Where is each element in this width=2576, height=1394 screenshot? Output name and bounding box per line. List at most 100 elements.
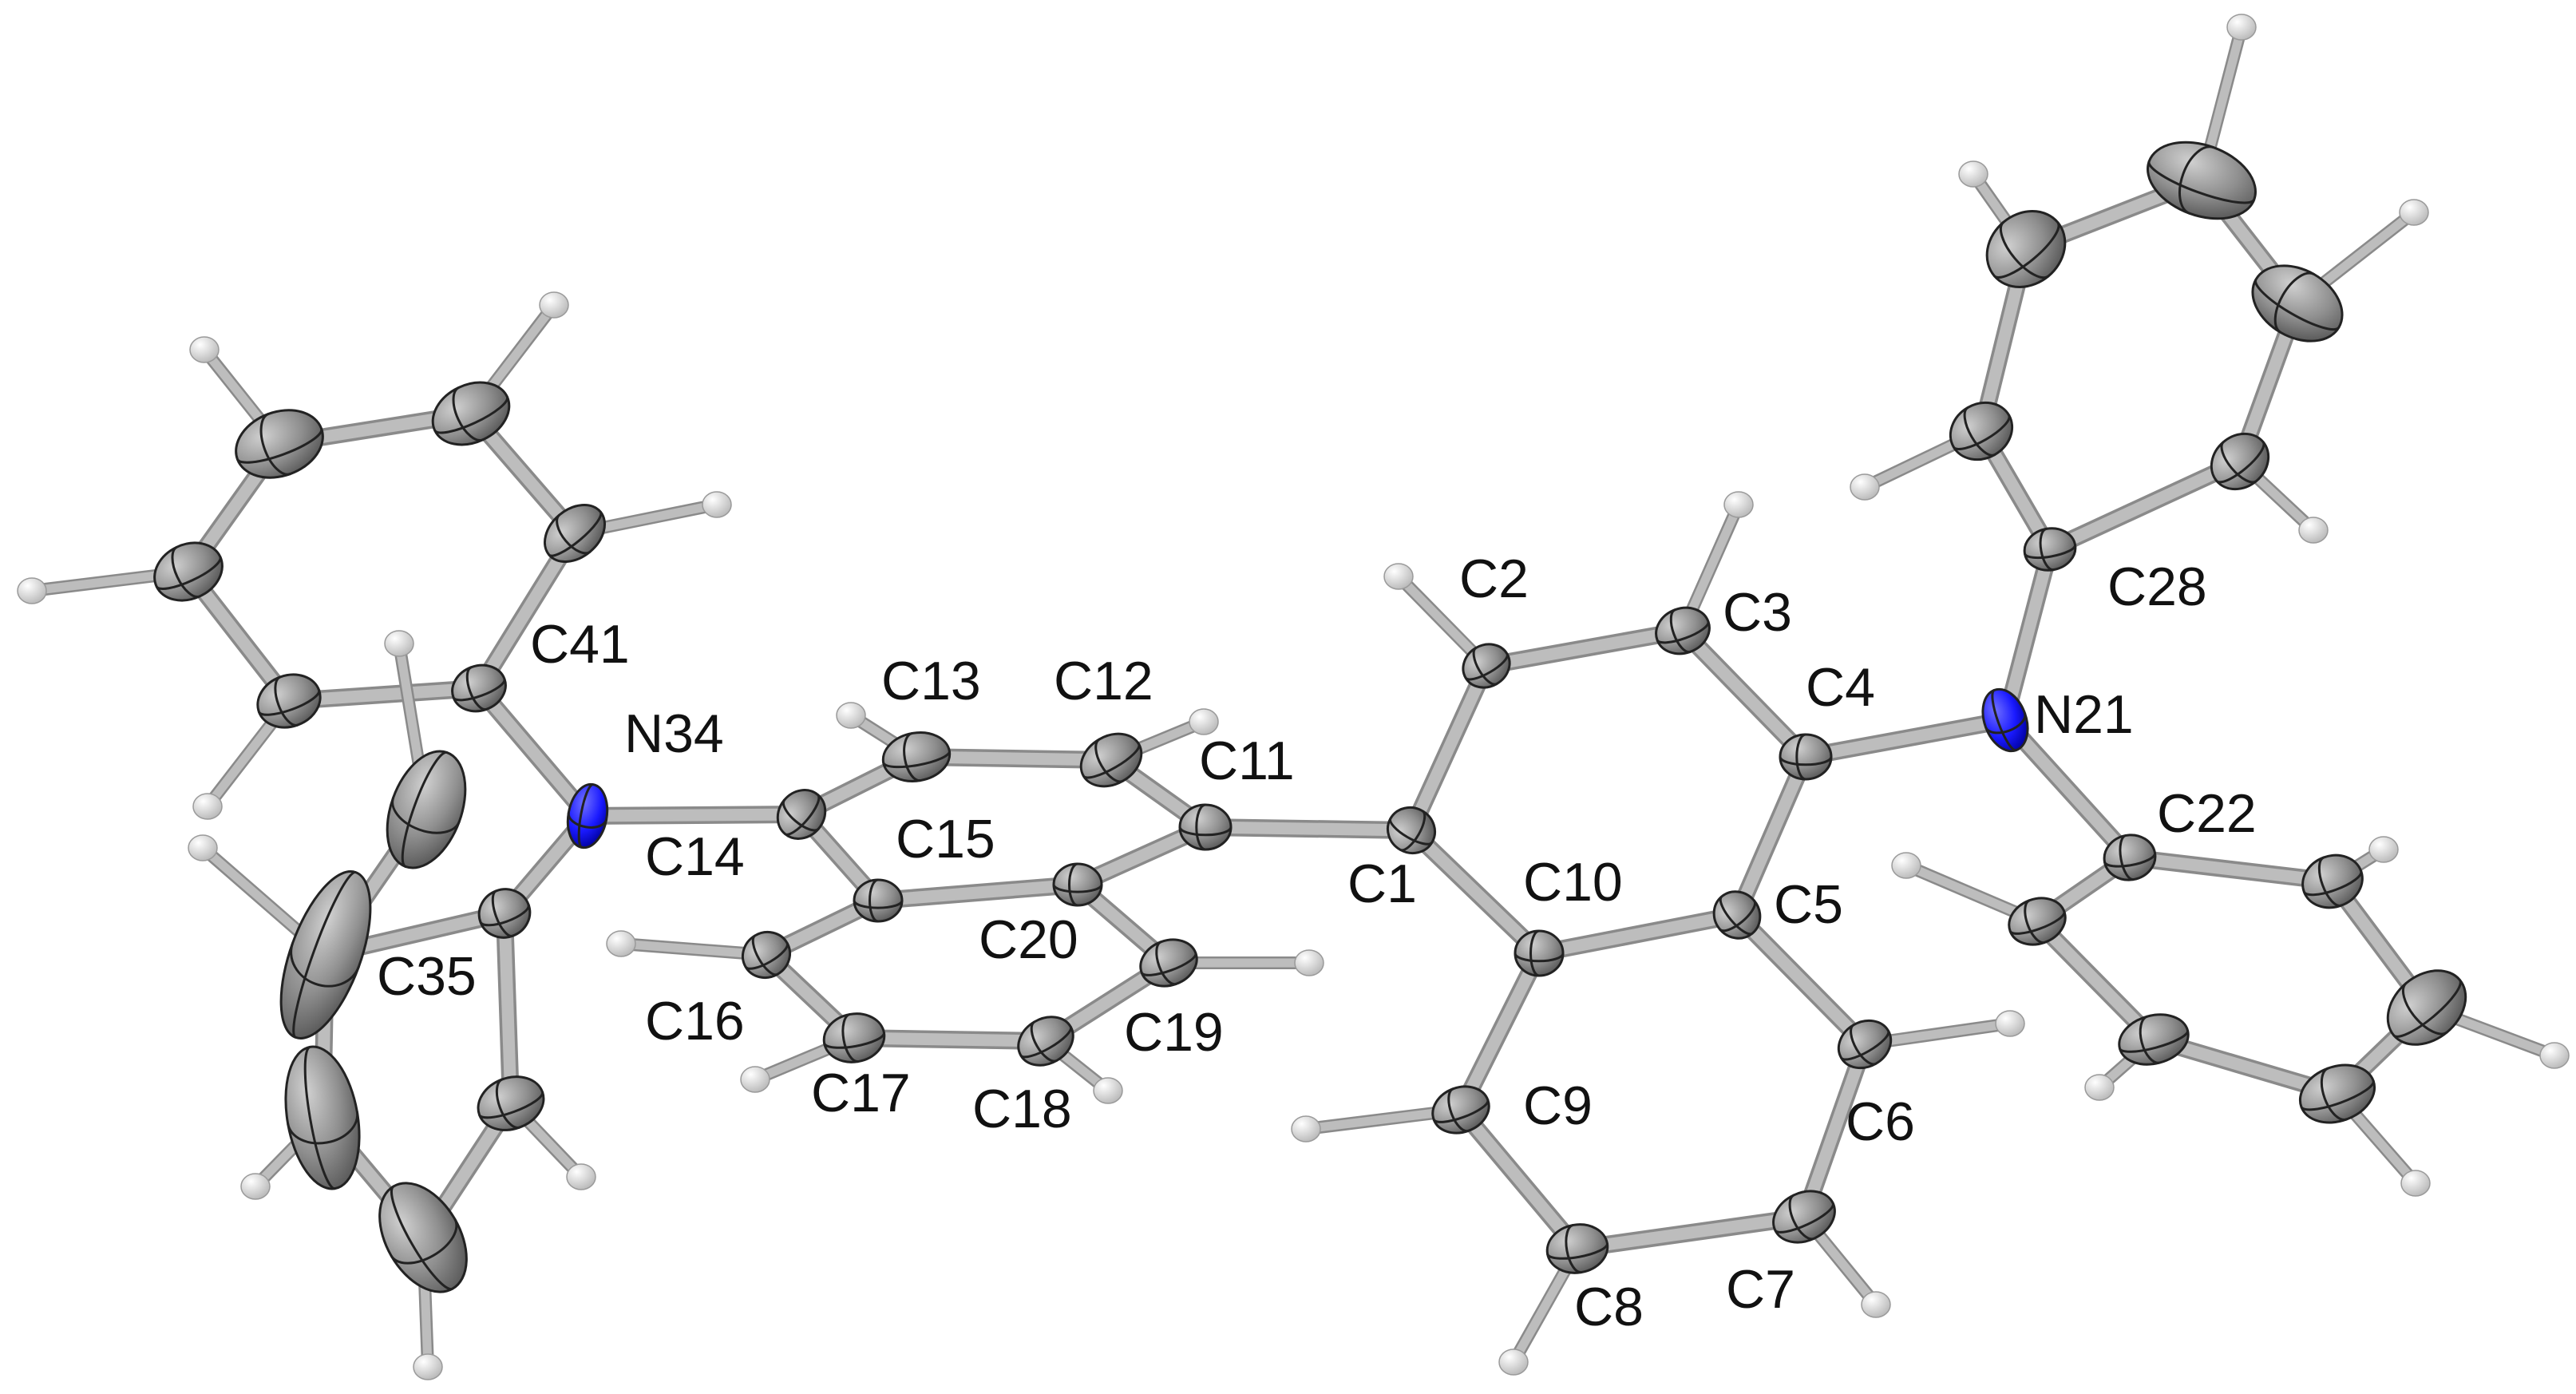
atom-principal-meridian-c14 bbox=[782, 799, 820, 832]
atom-ellipsoid-h7 bbox=[1861, 1291, 1891, 1318]
atom-principal-meridian-c43 bbox=[452, 386, 484, 442]
atom-principal-ellipse-c7 bbox=[1774, 1202, 1834, 1234]
atom-principal-ellipse-c33 bbox=[2215, 441, 2265, 484]
bond-c2-c3 bbox=[1480, 624, 1689, 672]
bond-c5-c10 bbox=[1533, 909, 1743, 960]
atom-principal-ellipse-c1 bbox=[1399, 810, 1426, 852]
atom-principal-meridian-c29 bbox=[1963, 406, 1996, 457]
atom-ellipsoid-h19 bbox=[1294, 949, 1324, 976]
atom-ellipsoid-c30 bbox=[1985, 210, 2067, 288]
atom-label-c7: C7 bbox=[1726, 1259, 1795, 1320]
atom-c33 bbox=[2210, 432, 2270, 491]
atom-ellipsoid-h3 bbox=[1723, 491, 1754, 518]
atom-label-c13: C13 bbox=[881, 651, 981, 711]
atom-c38 bbox=[378, 1182, 468, 1293]
atom-ellipsoid-h43 bbox=[539, 291, 569, 319]
atom-principal-ellipse-c9 bbox=[1432, 1099, 1490, 1123]
atom-ellipsoid-c33 bbox=[2210, 432, 2270, 491]
atom-principal-ellipse-c14 bbox=[784, 794, 821, 836]
atom-principal-meridian-c32 bbox=[2273, 271, 2315, 334]
atom-h33 bbox=[2298, 517, 2329, 544]
atom-c37 bbox=[284, 1045, 361, 1190]
atom-ellipsoid-h26 bbox=[2539, 1042, 2570, 1069]
atom-principal-meridian-c6 bbox=[1850, 1024, 1877, 1066]
atom-h45 bbox=[17, 577, 47, 604]
atom-c18 bbox=[1017, 1016, 1074, 1067]
atom-h6 bbox=[1995, 1010, 2025, 1037]
atom-c20 bbox=[1052, 862, 1103, 907]
atom-principal-meridian-c41 bbox=[465, 666, 488, 711]
atom-c24 bbox=[2118, 1013, 2190, 1066]
atom-ellipsoid-c15 bbox=[853, 878, 904, 923]
bond-c6-c7 bbox=[1798, 1038, 1871, 1223]
atom-principal-ellipse-c15 bbox=[853, 900, 904, 909]
atom-h42 bbox=[702, 491, 732, 518]
atom-principal-ellipse-c36 bbox=[290, 942, 360, 988]
atom-ellipsoid-c44 bbox=[235, 409, 324, 479]
atom-principal-ellipse-c3 bbox=[1656, 620, 1710, 644]
atom-n34 bbox=[566, 782, 609, 849]
bond-c14-n34 bbox=[581, 808, 808, 822]
atom-c39 bbox=[477, 1075, 545, 1131]
atom-c6 bbox=[1837, 1019, 1893, 1070]
bond-c9-c10 bbox=[1454, 947, 1545, 1116]
atom-label-c22: C22 bbox=[2157, 783, 2257, 844]
atom-c19 bbox=[1139, 938, 1198, 988]
atom-principal-meridian-c4 bbox=[1795, 733, 1806, 781]
atom-principal-ellipse-c11 bbox=[1178, 826, 1233, 837]
atom-principal-meridian-c12 bbox=[1094, 738, 1124, 783]
atom-principal-meridian-c9 bbox=[1447, 1087, 1470, 1133]
atom-label-c17: C17 bbox=[811, 1063, 911, 1123]
atom-ellipsoid-h2 bbox=[1383, 563, 1414, 590]
atom-c14 bbox=[776, 789, 827, 840]
bond-c27-c22 bbox=[2123, 851, 2339, 888]
bond-c1-c2 bbox=[1405, 659, 1493, 837]
atom-label-n21: N21 bbox=[2034, 684, 2134, 745]
atom-ellipsoid-h24 bbox=[2084, 1074, 2115, 1101]
atom-h39 bbox=[566, 1163, 596, 1190]
atom-c27 bbox=[2301, 853, 2364, 909]
atom-h32 bbox=[2399, 199, 2429, 226]
atom-label-c16: C16 bbox=[645, 991, 745, 1051]
atom-h27 bbox=[2368, 836, 2399, 863]
atom-principal-ellipse-c32 bbox=[2254, 279, 2341, 331]
atom-h3 bbox=[1723, 491, 1754, 518]
atom-c42 bbox=[543, 504, 607, 563]
atom-label-c19: C19 bbox=[1124, 1002, 1224, 1063]
atom-h23 bbox=[1891, 852, 1921, 879]
atom-h36 bbox=[188, 834, 218, 861]
atom-label-c11: C11 bbox=[1199, 731, 1295, 791]
atom-principal-meridian-n34 bbox=[577, 783, 594, 849]
atom-principal-ellipse-c40 bbox=[391, 797, 461, 834]
atom-label-c18: C18 bbox=[972, 1079, 1072, 1139]
bond-c7-c8 bbox=[1571, 1210, 1810, 1255]
atom-principal-ellipse-c37 bbox=[287, 1111, 359, 1145]
atom-principal-ellipse-c20 bbox=[1052, 884, 1103, 893]
atom-c43 bbox=[431, 381, 511, 446]
bond-c15-c20 bbox=[872, 878, 1084, 907]
atom-ellipsoid-h12 bbox=[1189, 708, 1219, 735]
bond-n34-c41 bbox=[473, 682, 594, 822]
atom-h38 bbox=[413, 1353, 443, 1380]
atom-h46 bbox=[192, 793, 223, 820]
atom-principal-meridian-c7 bbox=[1788, 1194, 1815, 1241]
atom-c23 bbox=[2008, 897, 2067, 946]
atom-principal-ellipse-c27 bbox=[2302, 870, 2363, 897]
atom-principal-meridian-c8 bbox=[1565, 1223, 1582, 1274]
atom-ellipsoid-c1 bbox=[1386, 806, 1437, 855]
atom-label-c5: C5 bbox=[1774, 874, 1843, 935]
atom-ellipsoid-h42 bbox=[702, 491, 732, 518]
atom-layer bbox=[17, 14, 2570, 1380]
atom-principal-meridian-c40 bbox=[401, 750, 448, 868]
atom-principal-ellipse-c10 bbox=[1514, 952, 1565, 963]
atom-principal-meridian-c10 bbox=[1529, 929, 1540, 977]
atom-h37 bbox=[240, 1173, 271, 1200]
bond-c8-c9 bbox=[1454, 1103, 1584, 1255]
atom-principal-meridian-c20 bbox=[1068, 862, 1078, 907]
atom-principal-meridian-c17 bbox=[841, 1012, 859, 1063]
atom-label-c10: C10 bbox=[1523, 852, 1623, 913]
atom-principal-ellipse-c31 bbox=[2147, 160, 2256, 204]
atom-label-c20: C20 bbox=[979, 909, 1078, 970]
atom-principal-meridian-c28 bbox=[2039, 527, 2054, 572]
